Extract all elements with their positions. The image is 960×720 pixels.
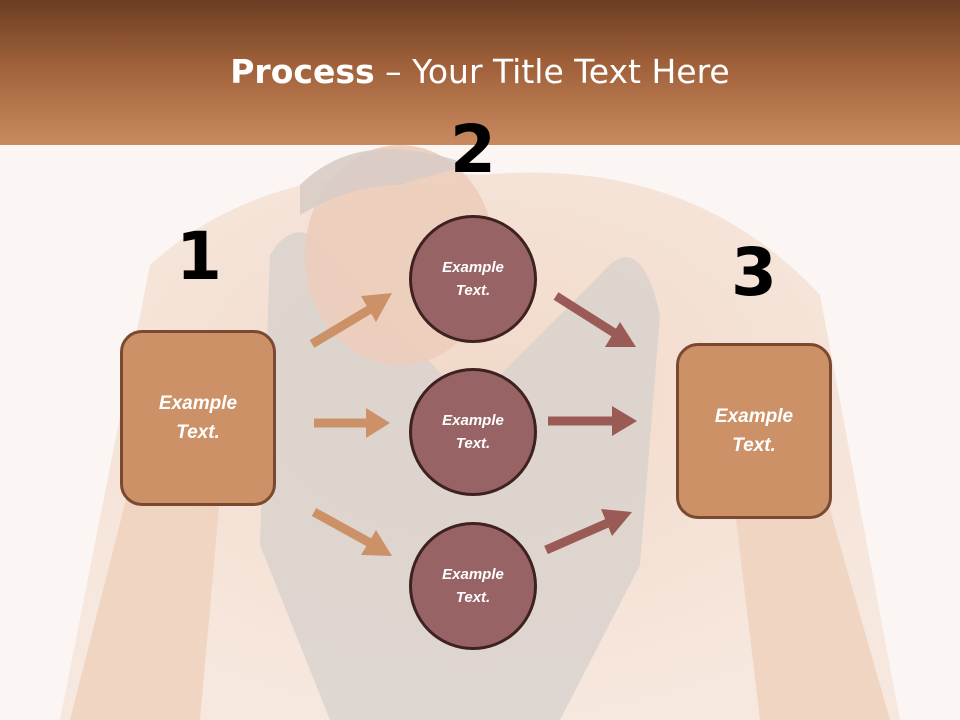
- step-2-label-top: Example Text.: [442, 259, 504, 299]
- slide-title: Process – Your Title Text Here: [0, 52, 960, 91]
- arrow-in-bottom: [311, 508, 392, 556]
- step-number-2: 2: [450, 111, 496, 188]
- title-bar: [0, 0, 960, 145]
- title-bold: Process: [230, 52, 375, 91]
- step-2-circle-middle: Example Text.: [409, 368, 537, 496]
- step-number-3: 3: [731, 234, 777, 311]
- arrow-in-middle: [314, 408, 390, 438]
- arrow-out-bottom: [544, 509, 632, 555]
- step-3-label: Example Text.: [714, 406, 794, 456]
- step-2-label-middle: Example Text.: [442, 412, 504, 452]
- step-2-circle-top: Example Text.: [409, 215, 537, 343]
- step-1-box: Example Text.: [120, 330, 276, 506]
- step-number-1: 1: [176, 218, 222, 295]
- title-rest: – Your Title Text Here: [374, 52, 730, 91]
- arrow-out-middle: [548, 406, 637, 436]
- step-2-circle-bottom: Example Text.: [409, 522, 537, 650]
- arrow-in-top: [309, 293, 392, 348]
- step-1-label: Example Text.: [158, 393, 238, 443]
- arrow-out-top: [553, 292, 636, 347]
- step-3-box: Example Text.: [676, 343, 832, 519]
- step-2-label-bottom: Example Text.: [442, 566, 504, 606]
